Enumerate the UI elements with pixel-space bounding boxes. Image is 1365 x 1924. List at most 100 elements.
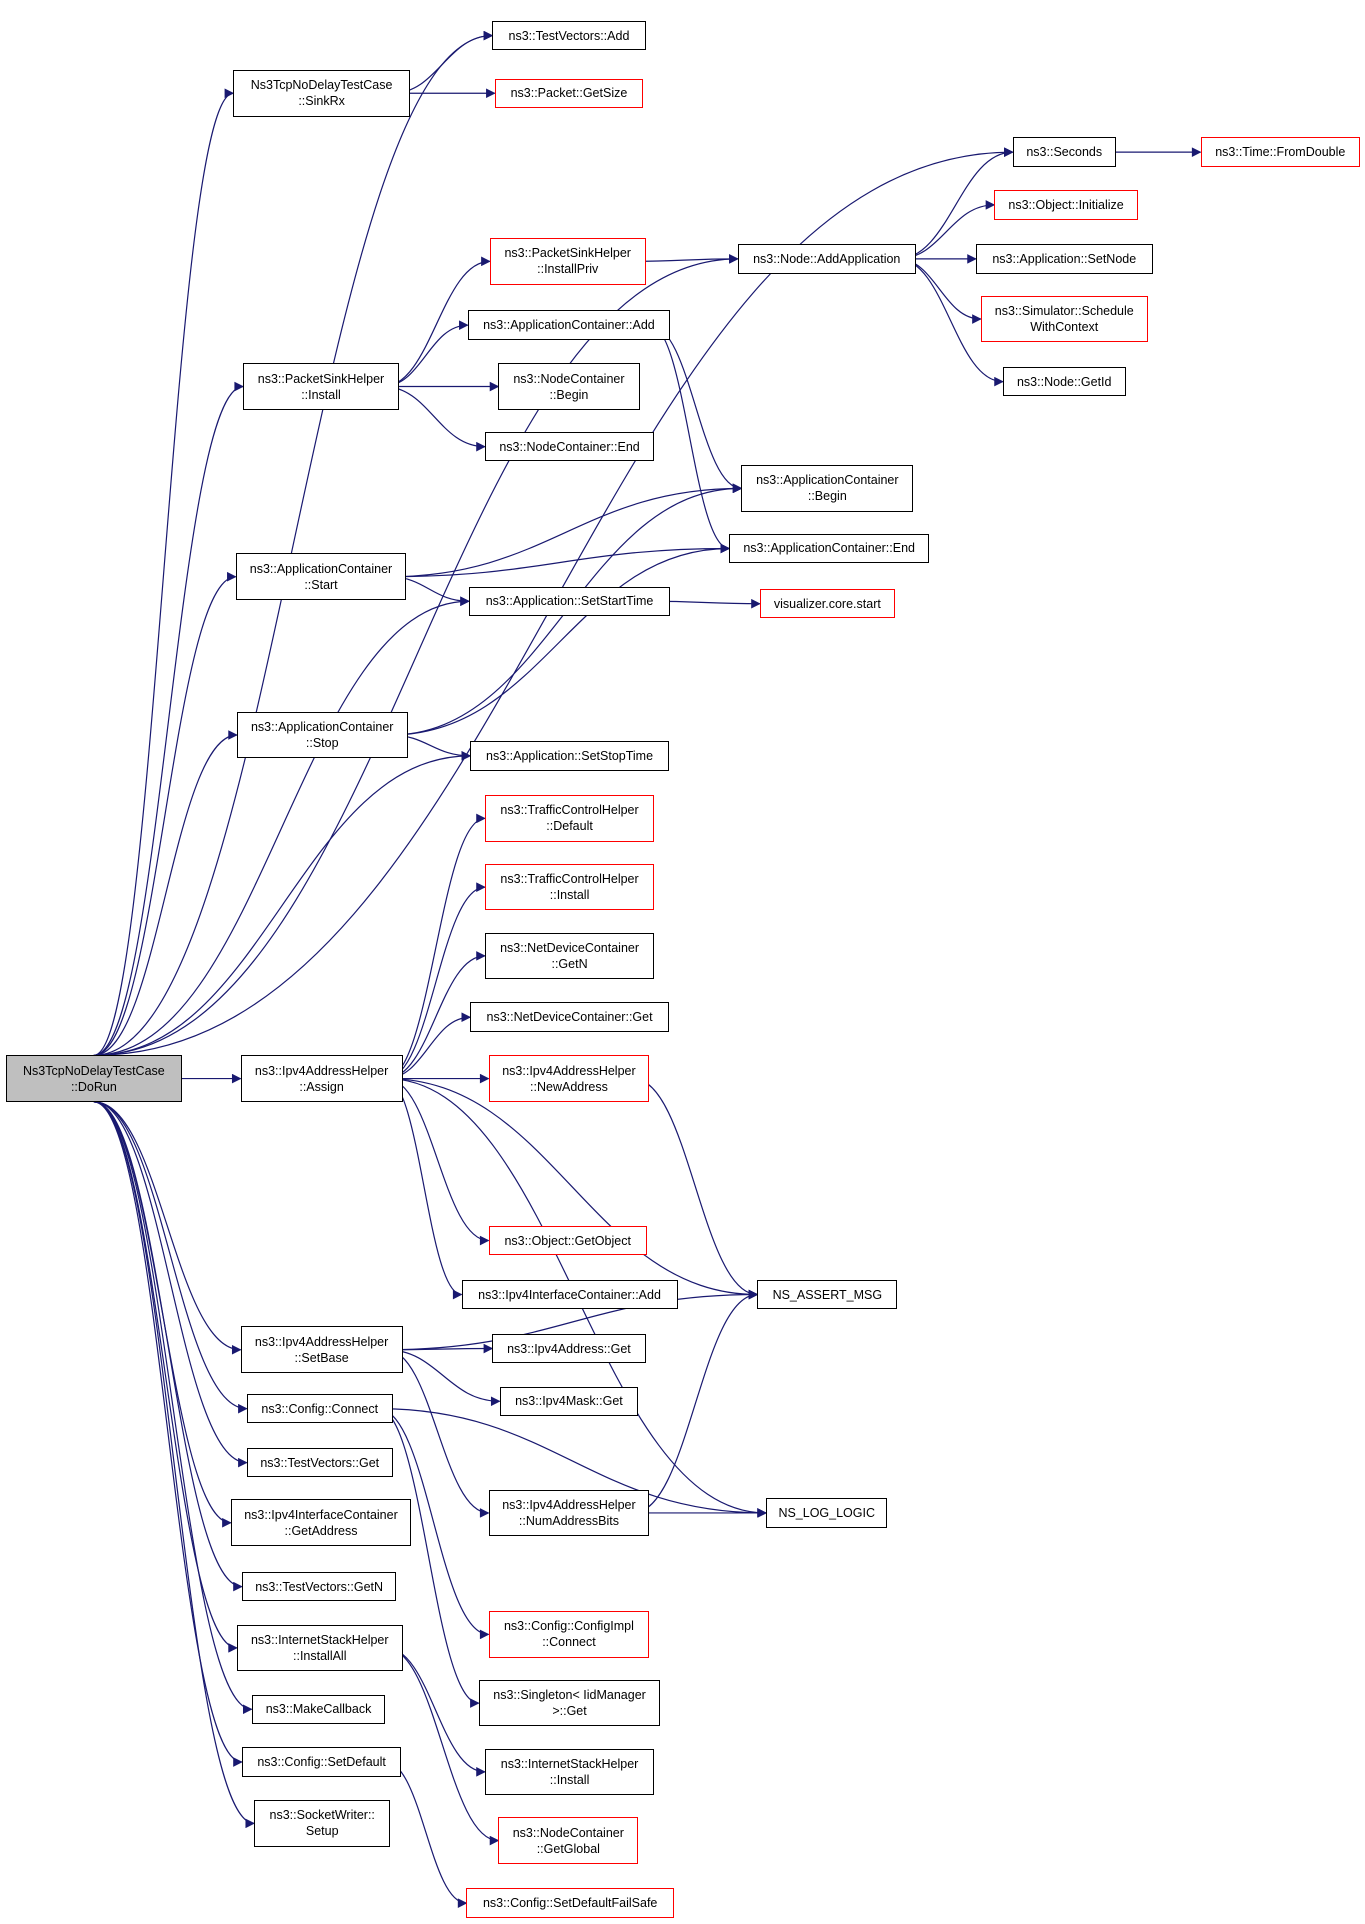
edge-root-to-tv-add	[93, 30, 494, 1056]
node-label: ns3::Application::SetStartTime	[485, 594, 654, 609]
node-label: ns3::Application::SetNode	[992, 251, 1137, 266]
node-psh-installpriv[interactable]: ns3::PacketSinkHelper::InstallPriv	[489, 238, 646, 285]
node-ipv4h-assign[interactable]: ns3::Ipv4AddressHelper::Assign	[240, 1055, 403, 1102]
node-label: ::Stop	[305, 735, 339, 750]
edge-ipv4h-assign-to-tch-default	[386, 813, 486, 1080]
node-label: ::Default	[546, 819, 593, 834]
edge-root-to-makecallback	[93, 1101, 253, 1714]
node-label: ns3::Config::ConfigImpl	[503, 1619, 634, 1634]
node-label: Ns3TcpNoDelayTestCase	[250, 78, 393, 93]
edge-root-to-psh-install	[93, 381, 245, 1056]
node-label: ::GetGlobal	[536, 1841, 600, 1856]
node-label: ::NewAddress	[530, 1079, 608, 1094]
edge-root-to-sw-setup	[93, 1101, 256, 1829]
node-label: ns3::NodeContainer	[512, 1825, 624, 1840]
node-app-setstart[interactable]: ns3::Application::SetStartTime	[468, 586, 671, 616]
node-label: visualizer.core.start	[773, 596, 881, 611]
edge-root-to-cfg-connect	[93, 1101, 248, 1414]
node-label: NS_LOG_LOGIC	[778, 1505, 876, 1520]
node-ipv4ic-getaddr[interactable]: ns3::Ipv4InterfaceContainer::GetAddress	[230, 1499, 412, 1547]
node-ipv4m-get[interactable]: ns3::Ipv4Mask::Get	[499, 1386, 639, 1416]
node-tv-getn[interactable]: ns3::TestVectors::GetN	[241, 1571, 397, 1602]
edge-cfg-setdefault-to-cfg-setdefaultfs	[385, 1761, 468, 1908]
node-ndc-getn[interactable]: ns3::NetDeviceContainer::GetN	[484, 932, 655, 980]
node-obj-getobject[interactable]: ns3::Object::GetObject	[488, 1225, 647, 1256]
node-appc-begin[interactable]: ns3::ApplicationContainer::Begin	[741, 465, 914, 512]
node-sw-setup[interactable]: ns3::SocketWriter::Setup	[254, 1800, 391, 1847]
edge-root-to-app-setstart	[93, 596, 470, 1056]
node-label: ns3::Ipv4InterfaceContainer::Add	[478, 1287, 661, 1302]
node-ipv4a-get[interactable]: ns3::Ipv4Address::Get	[492, 1333, 646, 1364]
node-label: ns3::NodeContainer	[513, 371, 625, 386]
node-label: ns3::Application::SetStopTime	[486, 748, 654, 763]
edge-ipv4h-assign-to-tch-install	[386, 882, 486, 1080]
node-label: ns3::InternetStackHelper	[500, 1756, 639, 1771]
node-appc-start[interactable]: ns3::ApplicationContainer::Start	[235, 553, 407, 601]
edge-appc-start-to-appc-end	[389, 543, 731, 578]
node-sinkrx[interactable]: Ns3TcpNoDelayTestCase::SinkRx	[233, 69, 410, 117]
node-label: ns3::NetDeviceContainer::Get	[486, 1010, 653, 1025]
node-tv-add[interactable]: ns3::TestVectors::Add	[492, 20, 646, 51]
node-ipv4h-newaddr[interactable]: ns3::Ipv4AddressHelper::NewAddress	[488, 1055, 650, 1102]
node-appc-add[interactable]: ns3::ApplicationContainer::Add	[467, 310, 671, 340]
node-ipv4h-setbase[interactable]: ns3::Ipv4AddressHelper::SetBase	[240, 1326, 403, 1374]
node-nc-end[interactable]: ns3::NodeContainer::End	[484, 431, 655, 462]
node-obj-init[interactable]: ns3::Object::Initialize	[994, 190, 1138, 220]
node-seconds[interactable]: ns3::Seconds	[1012, 137, 1116, 167]
node-label: ns3::Ipv4AddressHelper	[254, 1063, 389, 1078]
node-appc-end[interactable]: ns3::ApplicationContainer::End	[729, 533, 930, 564]
node-tch-install[interactable]: ns3::TrafficControlHelper::Install	[484, 863, 655, 911]
node-node-getid[interactable]: ns3::Node::GetId	[1002, 366, 1126, 397]
node-appc-stop[interactable]: ns3::ApplicationContainer::Stop	[236, 711, 408, 759]
node-makecallback[interactable]: ns3::MakeCallback	[251, 1694, 386, 1724]
node-label: ns3::PacketSinkHelper	[504, 246, 631, 261]
node-ns-assert[interactable]: NS_ASSERT_MSG	[757, 1279, 898, 1310]
node-ish-installall[interactable]: ns3::InternetStackHelper::InstallAll	[236, 1624, 403, 1672]
node-label: ns3::Ipv4Mask::Get	[515, 1394, 623, 1409]
node-label: ns3::Ipv4AddressHelper	[254, 1334, 389, 1349]
node-ipv4h-numbits[interactable]: ns3::Ipv4AddressHelper::NumAddressBits	[488, 1489, 650, 1537]
edge-appc-add-to-appc-begin	[649, 324, 743, 494]
edge-ipv4h-assign-to-ns-assert	[386, 1077, 759, 1300]
node-ipv4ic-add[interactable]: ns3::Ipv4InterfaceContainer::Add	[461, 1279, 678, 1310]
node-nc-begin[interactable]: ns3::NodeContainer::Begin	[498, 363, 640, 410]
node-tv-get[interactable]: ns3::TestVectors::Get	[246, 1447, 393, 1478]
node-singleton-get[interactable]: ns3::Singleton< IidManager>::Get	[478, 1679, 661, 1727]
node-label: ns3::InternetStackHelper	[250, 1632, 389, 1647]
node-cfg-connect[interactable]: ns3::Config::Connect	[246, 1393, 393, 1424]
edge-root-to-app-setstop	[93, 751, 472, 1056]
edge-appc-start-to-appc-begin	[389, 483, 743, 578]
edge-root-to-tv-get	[93, 1101, 248, 1468]
node-pkt-getsize[interactable]: ns3::Packet::GetSize	[494, 78, 644, 108]
node-label: ::Begin	[549, 387, 589, 402]
node-ish-install[interactable]: ns3::InternetStackHelper::Install	[484, 1748, 655, 1796]
edge-ipv4h-setbase-to-ipv4h-numbits	[386, 1349, 490, 1518]
edge-root-to-tv-getn	[93, 1101, 243, 1592]
node-fromdouble[interactable]: ns3::Time::FromDouble	[1200, 137, 1361, 167]
node-label: ns3::TrafficControlHelper	[500, 803, 639, 818]
node-label: ns3::Ipv4InterfaceContainer	[244, 1507, 398, 1522]
node-label: Ns3TcpNoDelayTestCase	[23, 1063, 165, 1078]
node-label: ns3::Object::Initialize	[1008, 197, 1124, 212]
edge-ipv4h-assign-to-ipv4ic-add	[386, 1077, 463, 1300]
node-ndc-get[interactable]: ns3::NetDeviceContainer::Get	[470, 1002, 669, 1032]
node-label: ns3::ApplicationContainer::End	[743, 541, 915, 556]
node-nc-getglobal[interactable]: ns3::NodeContainer::GetGlobal	[498, 1817, 639, 1864]
node-node-addapp[interactable]: ns3::Node::AddApplication	[737, 244, 916, 274]
node-app-setnode[interactable]: ns3::Application::SetNode	[975, 244, 1153, 274]
node-label: ns3::TestVectors::GetN	[255, 1579, 384, 1594]
edge-ipv4h-assign-to-obj-getobject	[386, 1077, 490, 1246]
edge-ish-installall-to-nc-getglobal	[386, 1647, 500, 1846]
node-viz-start[interactable]: visualizer.core.start	[759, 588, 895, 619]
node-cfg-setdefault[interactable]: ns3::Config::SetDefault	[241, 1747, 402, 1777]
node-app-setstop[interactable]: ns3::Application::SetStopTime	[470, 741, 669, 771]
node-label: ns3::ApplicationContainer	[250, 719, 394, 734]
node-label: ::NumAddressBits	[518, 1513, 619, 1528]
node-ns-log[interactable]: NS_LOG_LOGIC	[765, 1498, 888, 1528]
node-tch-default[interactable]: ns3::TrafficControlHelper::Default	[484, 795, 655, 842]
node-cfgimpl-connect[interactable]: ns3::Config::ConfigImpl::Connect	[488, 1611, 650, 1658]
edge-root-to-cfg-setdefault	[93, 1101, 243, 1767]
node-cfg-setdefaultfs[interactable]: ns3::Config::SetDefaultFailSafe	[466, 1888, 674, 1918]
node-psh-install[interactable]: ns3::PacketSinkHelper::Install	[243, 363, 399, 410]
